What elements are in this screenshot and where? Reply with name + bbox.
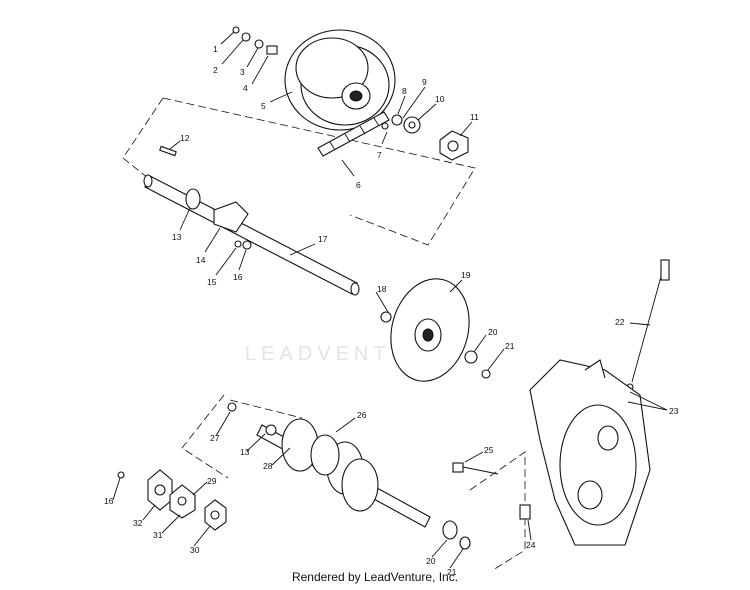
callout-18: 18 — [377, 284, 387, 294]
leader-lines — [112, 31, 668, 569]
callout-5: 5 — [261, 101, 266, 111]
callout-20: 20 — [488, 327, 498, 337]
callout-1: 1 — [213, 44, 218, 54]
bolt — [452, 462, 499, 475]
washer-stack — [232, 26, 278, 55]
callout-30: 30 — [190, 545, 200, 555]
callout-7: 7 — [377, 150, 382, 160]
driven-pulley — [284, 29, 396, 131]
callout-12: 12 — [180, 133, 190, 143]
callout-16: 16 — [233, 272, 243, 282]
callout-9: 9 — [422, 77, 427, 87]
footer-credit: Rendered by LeadVenture, Inc. — [291, 570, 459, 584]
jackshaft — [143, 145, 360, 296]
callout-6: 6 — [356, 180, 361, 190]
callout-25: 25 — [484, 445, 494, 455]
callout-31: 31 — [153, 530, 163, 540]
callout-17: 17 — [318, 234, 328, 244]
assembly-outline-lower — [181, 394, 526, 571]
callout-3: 3 — [240, 67, 245, 77]
callout-32: 32 — [133, 518, 143, 528]
callout-11: 11 — [470, 112, 479, 122]
callout-19: 19 — [461, 270, 471, 280]
callout-14: 14 — [196, 255, 206, 265]
callout-21b: 21 — [447, 567, 457, 577]
chaincase-housing — [519, 359, 651, 546]
callout-2: 2 — [213, 65, 218, 75]
callout-22: 22 — [615, 317, 625, 327]
pulley-hardware — [381, 114, 469, 161]
callout-27: 27 — [210, 433, 220, 443]
dipstick — [622, 259, 670, 402]
drive-shaft — [256, 418, 471, 550]
callout-labels: 1 2 3 4 5 6 7 8 9 10 11 12 13 14 15 16 1… — [104, 44, 679, 577]
callout-29: 29 — [207, 476, 217, 486]
bearing-flanges — [117, 402, 237, 531]
assembly-outline-upper — [122, 97, 476, 246]
callout-4: 4 — [243, 83, 248, 93]
drive-chain — [317, 111, 390, 157]
callout-26: 26 — [357, 410, 367, 420]
callout-10: 10 — [435, 94, 445, 104]
callout-16b: 16 — [104, 496, 114, 506]
callout-20b: 20 — [426, 556, 436, 566]
callout-8: 8 — [402, 86, 407, 96]
callout-13: 13 — [172, 232, 182, 242]
callout-21: 21 — [505, 341, 515, 351]
callout-23: 23 — [669, 406, 679, 416]
callout-13b: 13 — [240, 447, 250, 457]
callout-24: 24 — [526, 540, 536, 550]
brake-disc — [380, 278, 491, 382]
callout-28: 28 — [263, 461, 273, 471]
callout-15: 15 — [207, 277, 217, 287]
